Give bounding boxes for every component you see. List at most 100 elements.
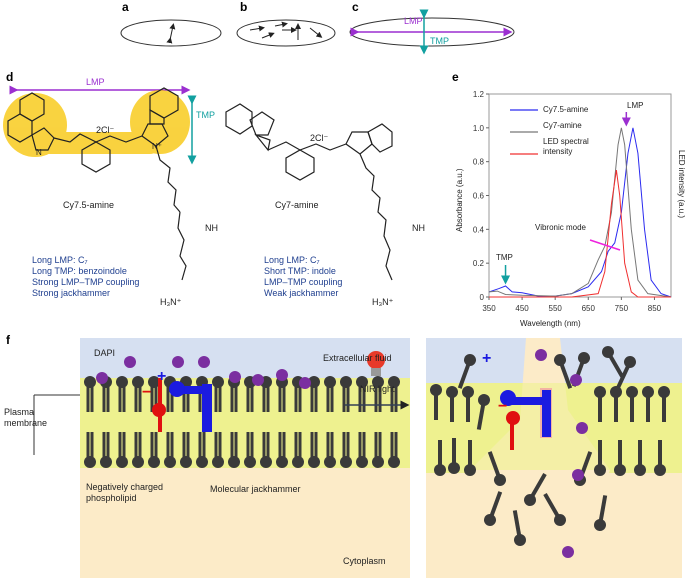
n-label: N: [36, 148, 42, 157]
vibronic-arrow: [589, 239, 621, 251]
lipid-head: [100, 456, 112, 468]
panel-label-c: c: [352, 0, 359, 14]
ellipse-b: [236, 19, 336, 47]
jackhammer-label: Molecular jackhammer: [210, 484, 301, 494]
lipid-head: [554, 354, 566, 366]
series-line-2: [489, 170, 671, 298]
nir-light-label: NIR light: [360, 384, 395, 394]
prop: LMP–TMP coupling: [264, 277, 343, 287]
tmp-label-d: TMP: [196, 110, 215, 120]
lipid-head: [478, 394, 490, 406]
lipid-head: [148, 376, 160, 388]
neg-lipid-label: Negatively charged phospholipid: [86, 482, 164, 503]
prop: Long LMP: C₇: [264, 255, 320, 265]
lipid: [434, 440, 446, 476]
dapi-molecule: [172, 356, 184, 368]
mol1-amine: H₃N⁺: [160, 297, 182, 307]
lmp-label-d: LMP: [86, 77, 105, 87]
cytoplasm-label: Cytoplasm: [343, 556, 386, 566]
lipid-head: [658, 386, 670, 398]
lipid: [446, 386, 458, 422]
dapi-molecule: [570, 374, 582, 386]
legend-item: Cy7.5-amine: [543, 105, 589, 114]
lipid-head: [624, 356, 636, 368]
lipid-head: [654, 464, 666, 476]
dapi-molecule: [252, 374, 264, 386]
minus-sign: −: [142, 384, 152, 401]
lipid-head: [340, 376, 352, 388]
legend-item: LED spectral intensity: [543, 137, 589, 156]
lipid-head: [324, 376, 336, 388]
lipid-head: [594, 519, 606, 531]
dipole-arrow: [166, 23, 176, 44]
lipid-head: [434, 464, 446, 476]
tmp-label-c: TMP: [430, 36, 449, 46]
prop: Strong LMP–TMP coupling: [32, 277, 140, 287]
lipid: [430, 384, 442, 420]
lmp-label-c: LMP: [404, 16, 423, 26]
lipid: [615, 356, 636, 391]
mol1-nh: NH: [205, 223, 218, 233]
lipid-head: [430, 384, 442, 396]
y-tick-label: 0.8: [473, 158, 485, 167]
lipid-head: [132, 376, 144, 388]
lipid-head: [372, 376, 384, 388]
lipid-head: [594, 464, 606, 476]
lipid: [543, 493, 566, 526]
lipids: [84, 346, 670, 558]
lipid-head: [116, 456, 128, 468]
plus-sign: +: [157, 368, 167, 385]
dapi-molecule: [572, 469, 584, 481]
lipid-head: [292, 456, 304, 468]
mol1-name: Cy7.5-amine: [63, 200, 115, 210]
lipid-head: [116, 376, 128, 388]
lipid-head: [626, 386, 638, 398]
lipid-head: [164, 456, 176, 468]
lipid-head: [228, 456, 240, 468]
lipid: [464, 440, 476, 476]
lipid: [512, 510, 527, 546]
panel-label-d: d: [6, 70, 14, 84]
panel-label-a: a: [122, 0, 129, 14]
lipid-head: [464, 354, 476, 366]
minus-sign-right: −: [498, 398, 508, 415]
lipid-head: [84, 376, 96, 388]
lipid-head: [148, 456, 160, 468]
panels-abc-drawing: [120, 9, 515, 55]
y-tick-label: 1.2: [473, 90, 485, 99]
lipid: [614, 440, 626, 476]
y-tick-label: 0.4: [473, 225, 485, 234]
dapi-molecule: [535, 349, 547, 361]
lipid-head: [276, 456, 288, 468]
dapi-molecule: [96, 372, 108, 384]
mol2-nh: NH: [412, 223, 425, 233]
lipid-head: [180, 456, 192, 468]
lipid-head: [244, 456, 256, 468]
lipid: [594, 440, 606, 476]
ellipse-a: [120, 19, 222, 47]
lipid: [634, 440, 646, 476]
lipid-head: [324, 456, 336, 468]
lipid-head: [494, 474, 506, 486]
lipid-head: [196, 456, 208, 468]
lipid-head: [372, 456, 384, 468]
lipid: [642, 386, 654, 422]
x-tick-label: 450: [515, 304, 529, 313]
cytoplasm-region: [80, 468, 410, 578]
extracellular-region: [80, 338, 410, 378]
lipid: [594, 495, 608, 531]
panel-label-e: e: [452, 70, 459, 84]
lipid-head: [388, 376, 400, 388]
nir-bulb-icon: [367, 351, 385, 376]
x-tick-label: 750: [615, 304, 629, 313]
y-tick-label: 0: [480, 293, 485, 302]
lipid-head: [448, 462, 460, 474]
ellipse-c: [349, 17, 515, 47]
lipid-head: [602, 346, 614, 358]
mol2-amine: H₃N⁺: [372, 297, 394, 307]
molecule-skeletons: [7, 87, 393, 281]
jackhammer-right: [500, 388, 552, 450]
